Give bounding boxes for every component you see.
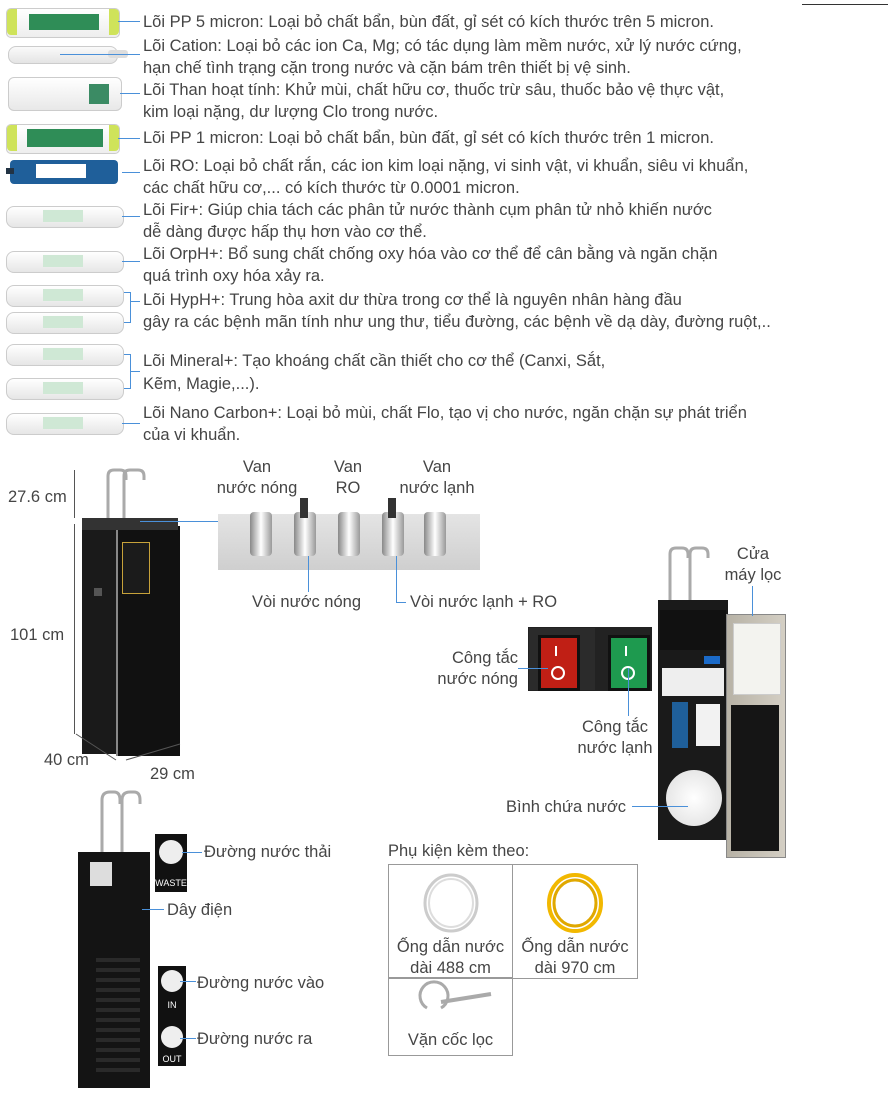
water-tank [666,770,722,826]
cabinet-door[interactable] [726,614,786,858]
dim-width-label: 29 cm [150,765,195,783]
back-faucet [100,790,142,856]
filter-fir-text-2: dễ dàng được hấp thụ hơn vào cơ thể. [143,223,427,241]
filter-orph-text: Lõi OrpH+: Bổ sung chất chống oxy hóa và… [143,245,718,263]
waste-port: WASTE [155,834,187,892]
filter-pp1-image [6,124,120,154]
filter-carbon-image [8,77,122,111]
cold-valve-knob[interactable] [424,512,446,556]
dim-line-height [74,524,75,734]
ro-valve-knob[interactable] [338,512,360,556]
leader-cold-tap [396,556,397,602]
outlet-label: Đường nước ra [197,1030,313,1048]
ro-housing [672,702,688,748]
filter-hyph-image-2 [6,312,124,334]
hot-tap-knob[interactable] [294,512,316,556]
accessory-tube-white: Ống dẫn nước dài 488 cm [388,864,513,979]
divider [802,4,888,5]
dim-line-top [74,470,75,518]
filter-mineral-text-2: Kẽm, Magie,...). [143,375,260,393]
dim-line-base [75,733,181,761]
filter-pp5-image [6,8,120,38]
filter-cation-text-2: hạn chế tình trạng cặn trong nước và cặn… [143,59,631,77]
cold-valve-label: Van nước lạnh [399,458,475,497]
accessory-tube-yellow: Ống dẫn nước dài 970 cm [512,864,638,979]
filter-orph-image [6,251,124,273]
filter-cation-text: Lõi Cation: Loại bỏ các ion Ca, Mg; có t… [143,37,742,55]
filter-hyph-text: Lõi HypH+: Trung hòa axit dư thừa trong … [143,291,682,309]
cold-ro-tap-label: Vòi nước lạnh + RO [410,593,558,611]
filter-mineral-text: Lõi Mineral+: Tạo khoáng chất cần thiết … [143,352,606,370]
in-out-ports: IN OUT [158,966,186,1066]
power-label: Dây điện [167,901,233,919]
hot-valve-knob[interactable] [250,512,272,556]
hot-switch-label: Công tắc nước nóng [437,649,518,688]
dim-depth-label: 40 cm [44,751,89,769]
cold-tap-spout [388,498,396,518]
filter-ro-image [6,158,122,186]
filter-nanocarbon-text: Lõi Nano Carbon+: Loại bỏ mùi, chất Flo,… [143,404,747,422]
filter-nanocarbon-image [6,413,124,435]
tank-label: Bình chứa nước [506,798,627,816]
filter-ro-text-2: các chất hữu cơ,... có kích thước từ 0.0… [143,179,520,197]
faucet-pipes [106,468,146,520]
cold-tap-knob[interactable] [382,512,404,556]
hot-switch[interactable] [538,635,580,691]
purifier-cabinet [82,518,180,756]
door-label: Cửa máy lọc [724,545,782,584]
filter-carbon-text-2: kim loại nặng, dư lượng Clo trong nước. [143,103,439,121]
filter-ro-text: Lõi RO: Loại bỏ chất rắn, các ion kim lo… [143,157,749,175]
filter-pp5-text: Lõi PP 5 micron: Loại bỏ chất bẩn, bùn đ… [143,13,714,31]
accessory-wrench: Vặn cốc lọc [388,977,513,1056]
filter-fir-image [6,206,124,228]
filter-pp1-text: Lõi PP 1 micron: Loại bỏ chất bẩn, bùn đ… [143,129,714,147]
filter-carbon-text: Lõi Than hoạt tính: Khử mùi, chất hữu cơ… [143,81,725,99]
filter-nanocarbon-text-2: của vi khuẩn. [143,426,241,444]
open-faucet [668,546,710,602]
hot-tap-spout [300,498,308,518]
filter-row [662,668,724,696]
filter-hyph-text-2: gây ra các bệnh mãn tính như ung thư, ti… [143,313,771,331]
dim-height-label: 101 cm [10,626,65,644]
cold-switch-label: Công tắc nước lạnh [577,718,653,757]
leader-valves [140,521,220,522]
hot-tap-label: Vòi nước nóng [252,593,362,611]
back-cabinet [78,852,150,1088]
leader-hot-tap [308,556,309,592]
filter-mineral-image-1 [6,344,124,366]
ro-valve-label: Van RO [333,458,363,497]
filter-hyph-image-1 [6,285,124,307]
filter-fir-text: Lõi Fir+: Giúp chia tách các phân tử nướ… [143,201,712,219]
hot-valve-label: Van nước nóng [216,458,298,497]
waste-label: Đường nước thải [204,843,332,861]
filter-orph-text-2: quá trình oxy hóa xảy ra. [143,267,325,285]
filter-mineral-image-2 [6,378,124,400]
cold-switch[interactable] [608,635,650,691]
inlet-label: Đường nước vào [197,974,325,992]
dim-top-label: 27.6 cm [8,488,67,506]
accessories-title: Phụ kiện kèm theo: [388,842,530,860]
